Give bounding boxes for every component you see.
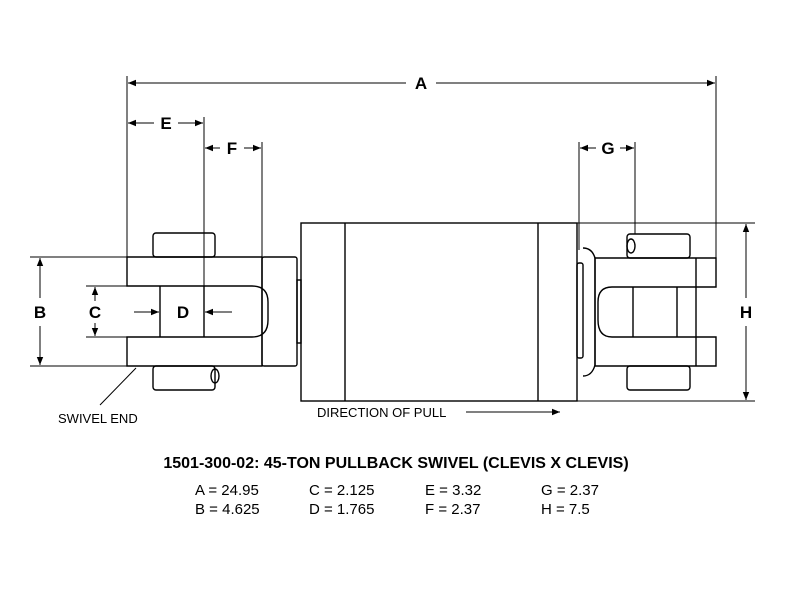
dimension-spec-table: A = 24.95 C = 2.125 E = 3.32 G = 2.37 B … <box>195 482 675 518</box>
spec-f: F = 2.37 <box>425 501 481 518</box>
dim-label-g: G <box>601 139 614 158</box>
dim-label-b: B <box>34 303 46 322</box>
left-collar <box>261 256 298 367</box>
body-outline <box>300 222 578 402</box>
left-pin-nut <box>210 368 220 384</box>
drawing-title: 1501-300-02: 45-TON PULLBACK SWIVEL (CLE… <box>163 455 629 472</box>
spec-a: A = 24.95 <box>195 482 259 499</box>
right-clevis-neck <box>582 247 596 377</box>
dim-label-d: D <box>177 303 189 322</box>
dim-label-f: F <box>227 139 237 158</box>
dim-label-a: A <box>415 74 427 93</box>
left-clevis <box>126 232 302 391</box>
spec-e: E = 3.32 <box>425 482 482 499</box>
right-clevis <box>576 233 717 391</box>
swivel-body <box>300 222 578 402</box>
right-collar-ring <box>576 262 584 359</box>
spec-h: H = 7.5 <box>541 501 590 518</box>
left-pin-bottom <box>152 365 216 391</box>
swivel-end-leader <box>99 367 137 406</box>
swivel-drawing: A E F G B C D H SWIVEL END DIRECTION OF … <box>30 74 755 426</box>
right-clevis-body <box>594 257 717 367</box>
right-pin-nut <box>626 238 636 254</box>
spec-d: D = 1.765 <box>309 501 375 518</box>
right-pin-bottom <box>626 365 691 391</box>
direction-of-pull-note: DIRECTION OF PULL <box>317 405 446 420</box>
left-clevis-body <box>126 256 269 367</box>
spec-b: B = 4.625 <box>195 501 260 518</box>
dim-label-h: H <box>740 303 752 322</box>
left-pin-top <box>152 232 216 258</box>
swivel-end-note: SWIVEL END <box>58 411 138 426</box>
dim-label-c: C <box>89 303 101 322</box>
spec-g: G = 2.37 <box>541 482 599 499</box>
right-pin-top <box>626 233 691 259</box>
spec-c: C = 2.125 <box>309 482 375 499</box>
dim-label-e: E <box>160 114 171 133</box>
